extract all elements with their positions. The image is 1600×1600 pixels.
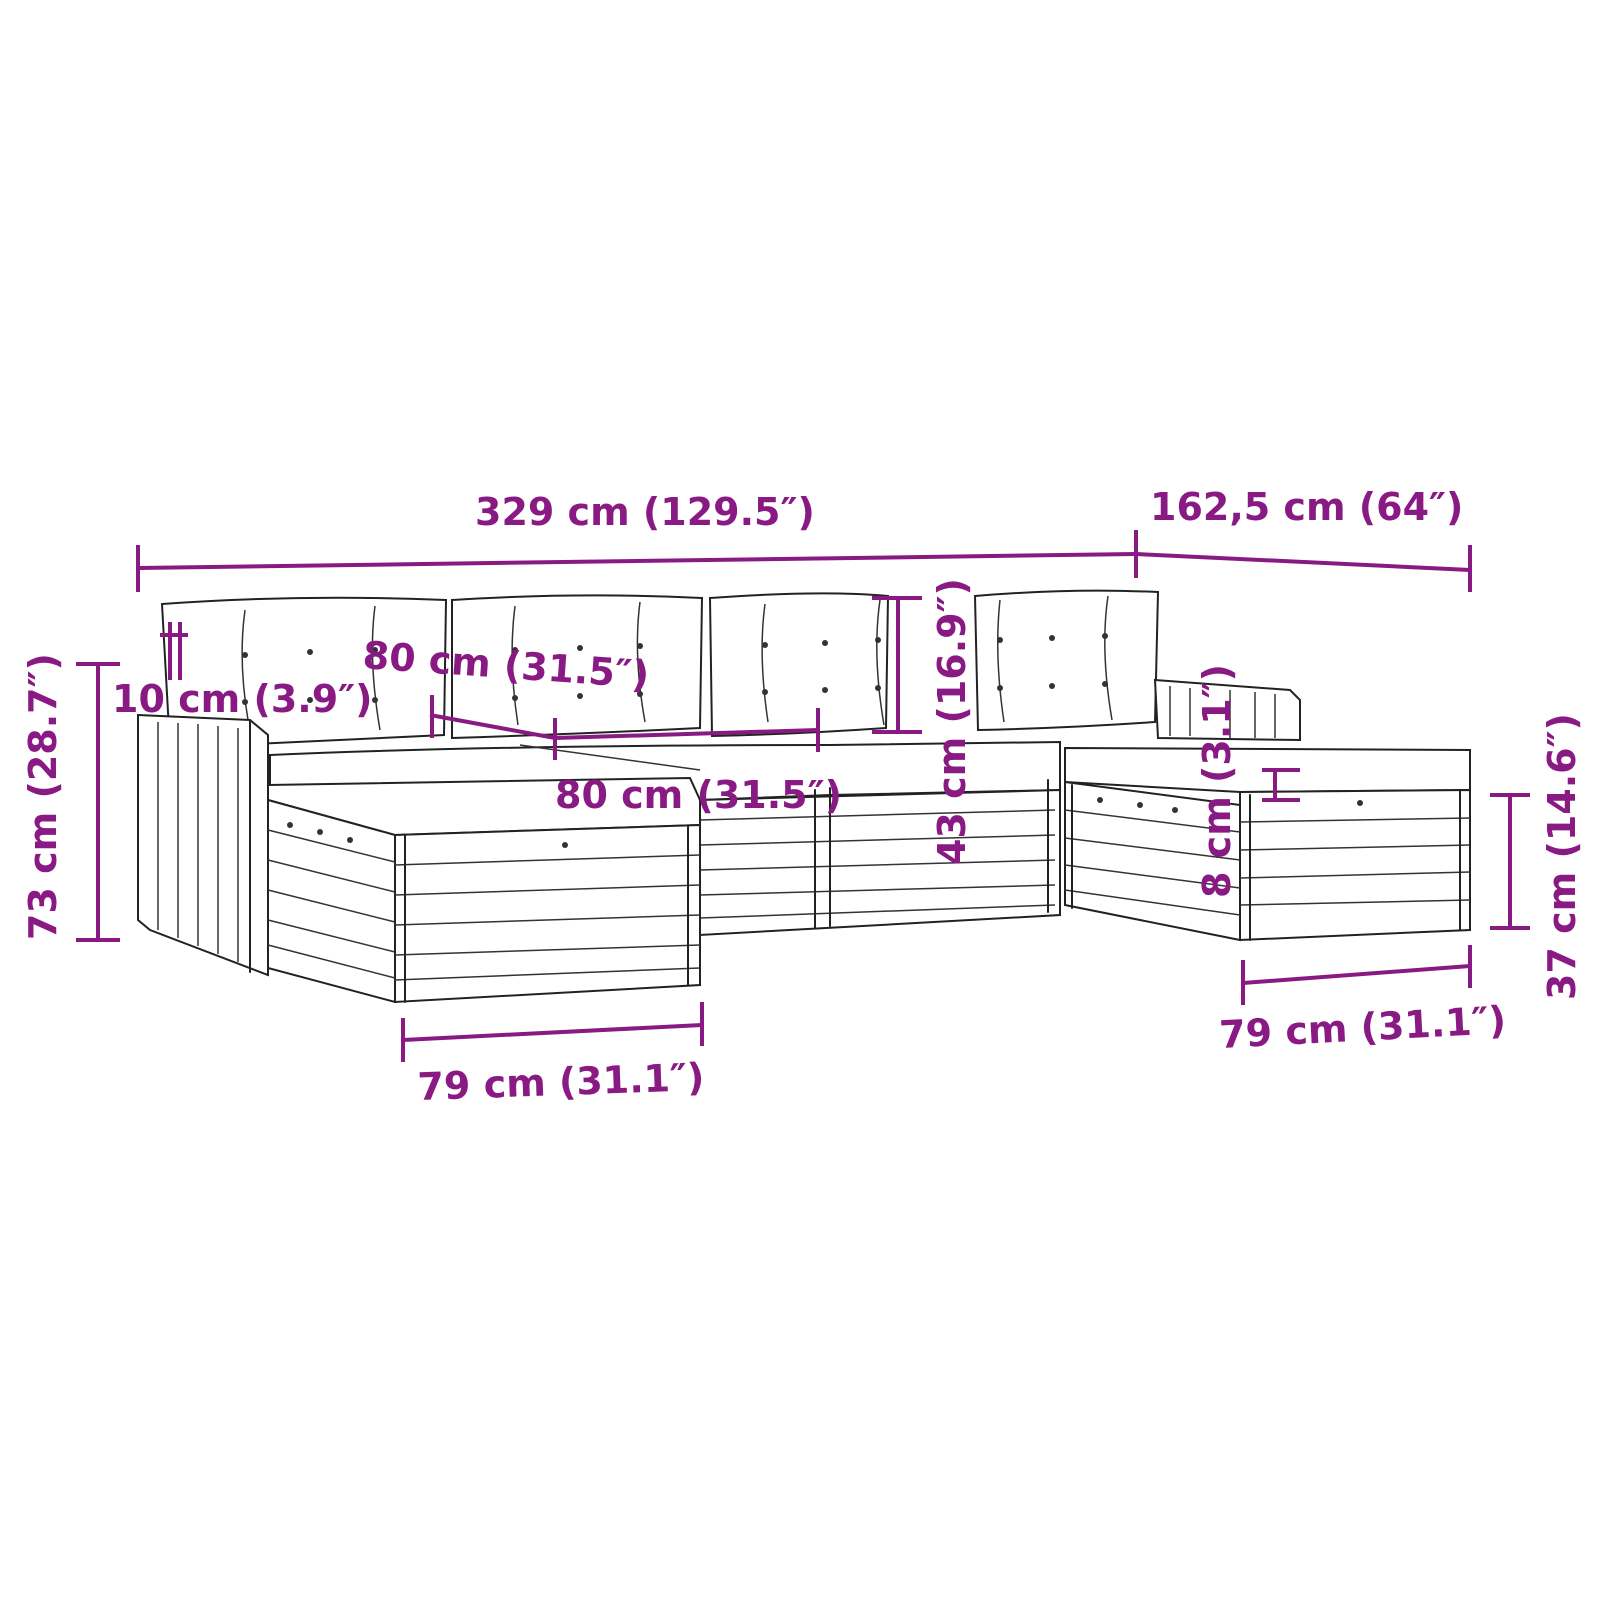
module-width-label: 80 cm (31.5″) (555, 773, 842, 817)
back-cushion-4 (973, 589, 1160, 732)
total-width-label: 329 cm (129.5″) (475, 490, 815, 534)
back-cushion-3 (708, 592, 890, 738)
left-ottoman-width-label: 79 cm (31.1″) (417, 1055, 705, 1109)
left-ottoman (267, 776, 701, 1004)
backrest-height-label: 43 cm (16.9″) (930, 578, 974, 865)
middle-sofa-frame (699, 779, 1061, 937)
seat-cushion-thickness-label: 8 cm (3.1″) (1195, 664, 1239, 898)
back-cushion-2 (451, 594, 704, 740)
dimension-lines (76, 530, 1530, 1062)
total-height-label: 73 cm (28.7″) (21, 653, 65, 940)
left-armrest (137, 713, 269, 977)
right-armrest (1153, 678, 1301, 742)
right-ottoman-width-label: 79 cm (31.1″) (1218, 998, 1507, 1057)
armrest-thickness-label: 10 cm (3.9″) (112, 677, 373, 721)
sofa-set-drawing (137, 589, 1471, 1004)
right-ottoman (1064, 746, 1471, 942)
seat-height-label: 37 cm (14.6″) (1540, 713, 1584, 1000)
depth-label: 162,5 cm (64″) (1150, 485, 1463, 529)
